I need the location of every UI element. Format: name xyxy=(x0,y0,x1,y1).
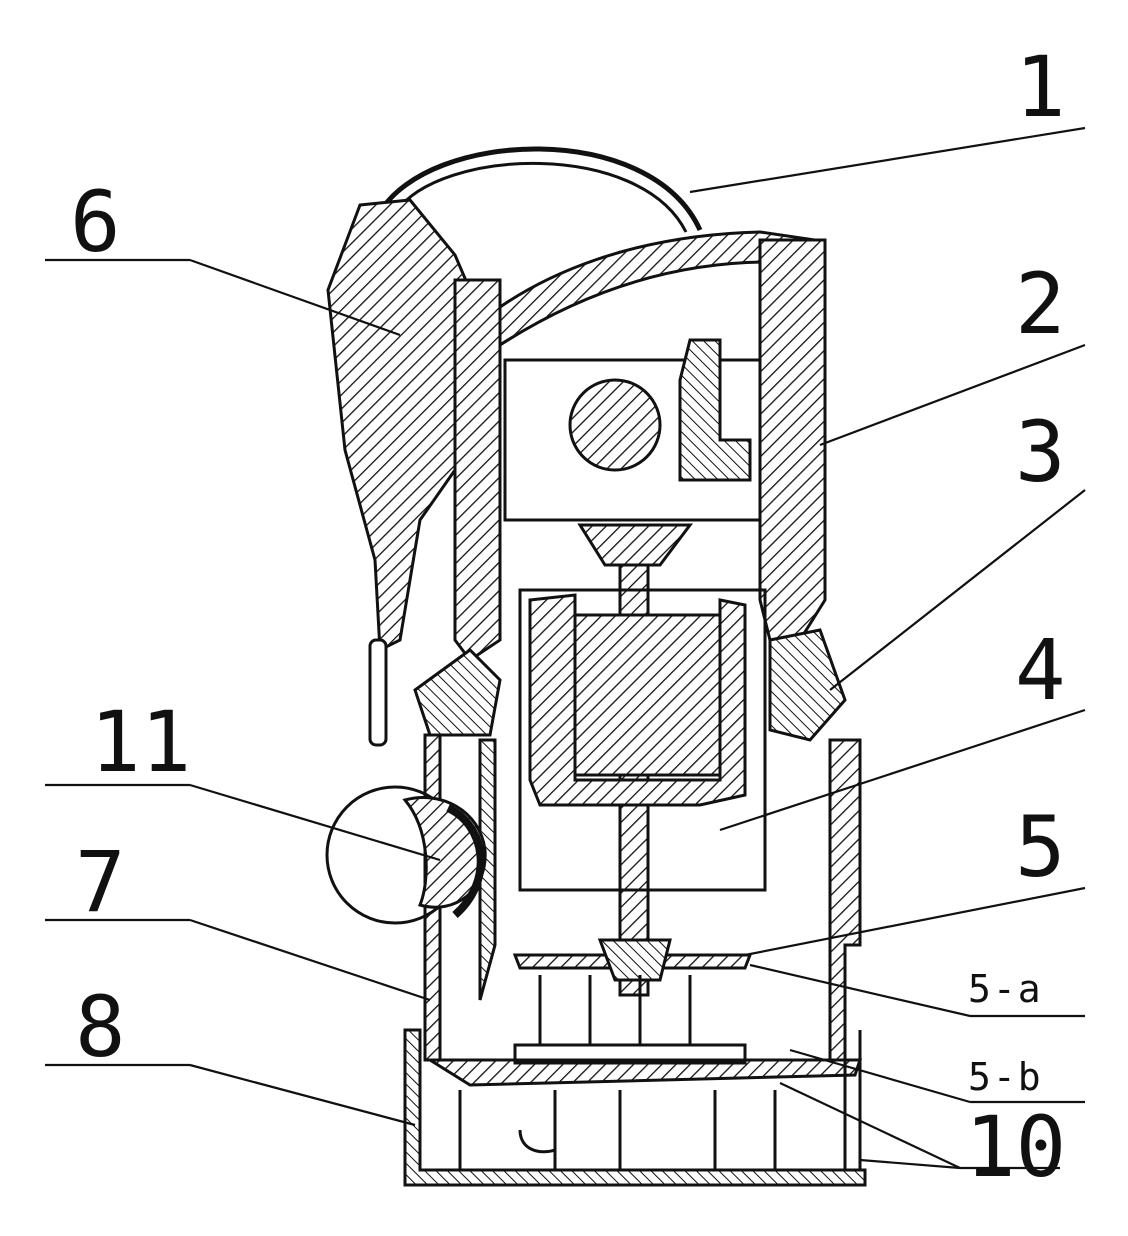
motor-housing xyxy=(453,278,502,663)
label-3: 3 xyxy=(1015,403,1066,501)
leader-11b xyxy=(189,783,441,862)
leader-4 xyxy=(719,708,1086,832)
label-4: 4 xyxy=(1015,621,1066,719)
label-7: 7 xyxy=(75,833,126,931)
leader-10a xyxy=(779,1082,961,1169)
leader-10b xyxy=(859,1158,961,1170)
leader-1 xyxy=(689,126,1086,194)
leader-2 xyxy=(819,343,1086,447)
base xyxy=(403,1028,867,1187)
float-switch xyxy=(326,198,472,653)
leader-6b xyxy=(189,258,401,337)
leader-5b xyxy=(789,1048,971,1104)
label-2: 2 xyxy=(1015,255,1066,353)
leader-5a xyxy=(749,963,971,1018)
motor-rotor xyxy=(573,613,722,777)
label-5a: 5-a xyxy=(968,967,1043,1011)
float-switch-rod xyxy=(368,638,388,747)
label-5: 5 xyxy=(1015,798,1066,896)
capacitor xyxy=(568,378,662,472)
seal-ring xyxy=(768,628,847,742)
label-8: 8 xyxy=(75,978,126,1076)
leader-8b xyxy=(189,1063,416,1127)
label-6: 6 xyxy=(70,173,121,271)
label-5b: 5-b xyxy=(968,1055,1043,1099)
label-1: 1 xyxy=(1015,38,1066,136)
handle xyxy=(377,146,703,232)
leader-5 xyxy=(744,886,1086,957)
leader-7b xyxy=(189,918,431,1002)
pump-body xyxy=(325,146,867,1187)
leader-3 xyxy=(829,489,1086,691)
label-10: 10 xyxy=(965,1098,1067,1196)
impeller-5b xyxy=(424,1058,863,1087)
leader-lines xyxy=(45,126,1086,1170)
label-11: 11 xyxy=(90,693,192,791)
